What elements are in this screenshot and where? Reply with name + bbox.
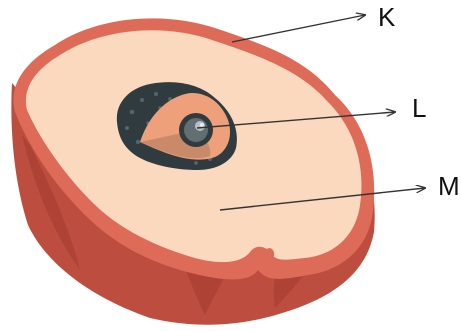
label-l: L: [412, 93, 426, 123]
label-k: K: [378, 2, 396, 32]
label-m: M: [438, 171, 460, 201]
seed-core: [184, 118, 208, 142]
pointer-line-k: [232, 15, 365, 42]
seed-core-shine: [200, 123, 204, 127]
